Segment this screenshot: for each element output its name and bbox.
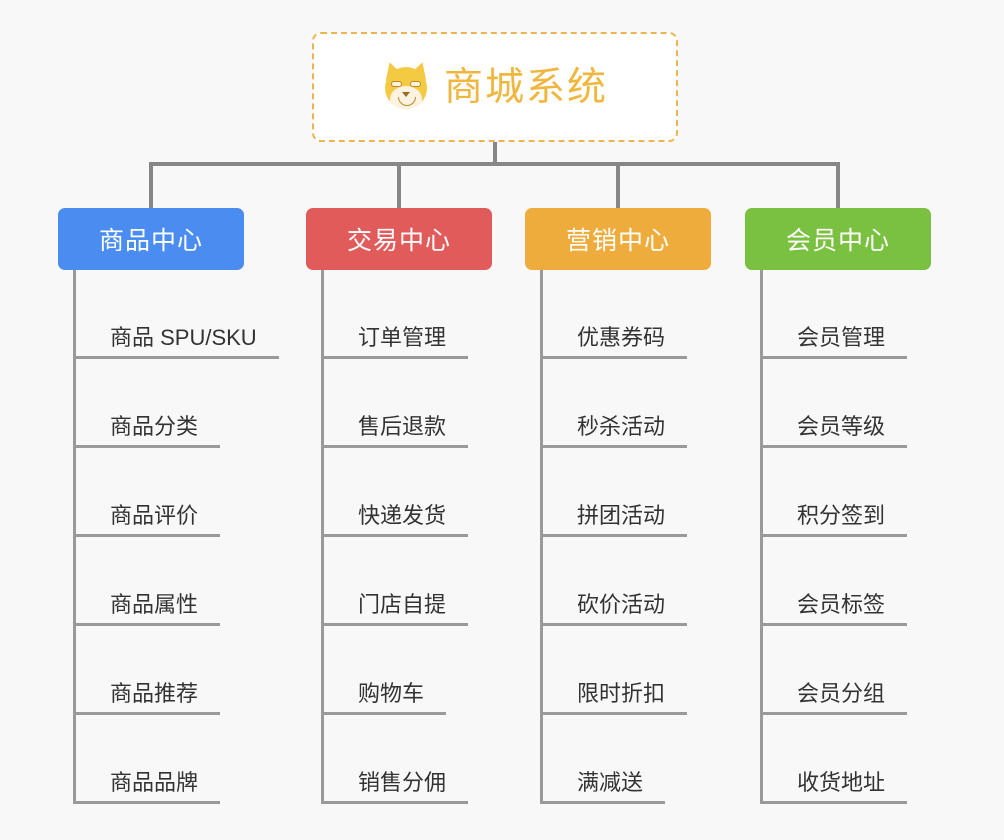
list-item[interactable]: 会员等级 — [763, 359, 931, 448]
leaf-label: 销售分佣 — [324, 770, 469, 804]
leaf-label: 商品评价 — [76, 503, 221, 537]
list-item[interactable]: 拼团活动 — [543, 448, 711, 537]
list-item[interactable]: 商品推荐 — [76, 626, 244, 715]
column-header-marketing-center[interactable]: 营销中心 — [525, 208, 711, 270]
list-item[interactable]: 会员管理 — [763, 270, 931, 359]
leaf-label: 秒杀活动 — [543, 414, 688, 448]
list-item[interactable]: 优惠券码 — [543, 270, 711, 359]
leaf-label: 售后退款 — [324, 414, 469, 448]
connector-drop-marketing-center — [616, 162, 620, 208]
list-item[interactable]: 商品评价 — [76, 448, 244, 537]
connector-drop-trade-center — [397, 162, 401, 208]
leaf-label: 商品 SPU/SKU — [76, 325, 279, 359]
connector-drop-product-center — [149, 162, 153, 208]
list-item[interactable]: 满减送 — [543, 715, 711, 804]
list-item[interactable]: 限时折扣 — [543, 626, 711, 715]
list-item[interactable]: 门店自提 — [324, 537, 492, 626]
leaf-label: 限时折扣 — [543, 681, 688, 715]
list-item[interactable]: 销售分佣 — [324, 715, 492, 804]
leaf-label: 订单管理 — [324, 325, 469, 359]
leaf-list-member-center: 会员管理 会员等级 积分签到 会员标签 会员分组 收货地址 — [760, 270, 931, 804]
list-item[interactable]: 会员分组 — [763, 626, 931, 715]
root-title: 商城系统 — [443, 65, 608, 109]
column-header-member-center[interactable]: 会员中心 — [745, 208, 931, 270]
list-item[interactable]: 商品 SPU/SKU — [76, 270, 279, 359]
list-item[interactable]: 购物车 — [324, 626, 492, 715]
leaf-label: 商品推荐 — [76, 681, 221, 715]
list-item[interactable]: 快递发货 — [324, 448, 492, 537]
list-item[interactable]: 积分签到 — [763, 448, 931, 537]
column-marketing-center: 营销中心 优惠券码 秒杀活动 拼团活动 砍价活动 限时折扣 满减送 — [525, 208, 711, 804]
list-item[interactable]: 售后退款 — [324, 359, 492, 448]
list-item[interactable]: 商品分类 — [76, 359, 244, 448]
list-item[interactable]: 秒杀活动 — [543, 359, 711, 448]
leaf-label: 会员管理 — [763, 325, 908, 359]
list-item[interactable]: 砍价活动 — [543, 537, 711, 626]
leaf-label: 会员标签 — [763, 592, 908, 626]
connector-drop-member-center — [836, 162, 840, 208]
leaf-label: 购物车 — [324, 681, 447, 715]
leaf-label: 会员等级 — [763, 414, 908, 448]
leaf-label: 优惠券码 — [543, 325, 688, 359]
connector-root-stem — [493, 142, 497, 164]
list-item[interactable]: 收货地址 — [763, 715, 931, 804]
leaf-label: 门店自提 — [324, 592, 469, 626]
leaf-list-trade-center: 订单管理 售后退款 快递发货 门店自提 购物车 销售分佣 — [321, 270, 492, 804]
leaf-label: 商品分类 — [76, 414, 221, 448]
leaf-list-marketing-center: 优惠券码 秒杀活动 拼团活动 砍价活动 限时折扣 满减送 — [540, 270, 711, 804]
leaf-label: 收货地址 — [763, 770, 908, 804]
leaf-list-product-center: 商品 SPU/SKU 商品分类 商品评价 商品属性 商品推荐 商品品牌 — [73, 270, 279, 804]
column-trade-center: 交易中心 订单管理 售后退款 快递发货 门店自提 购物车 销售分佣 — [306, 208, 492, 804]
column-member-center: 会员中心 会员管理 会员等级 积分签到 会员标签 会员分组 收货地址 — [745, 208, 931, 804]
connector-horizontal-bus — [149, 162, 840, 166]
leaf-label: 商品品牌 — [76, 770, 221, 804]
leaf-label: 满减送 — [543, 770, 666, 804]
list-item[interactable]: 商品品牌 — [76, 715, 244, 804]
column-product-center: 商品中心 商品 SPU/SKU 商品分类 商品评价 商品属性 商品推荐 商品品牌 — [58, 208, 279, 804]
leaf-label: 拼团活动 — [543, 503, 688, 537]
list-item[interactable]: 商品属性 — [76, 537, 244, 626]
leaf-label: 砍价活动 — [543, 592, 688, 626]
leaf-label: 快递发货 — [324, 503, 469, 537]
leaf-label: 积分签到 — [763, 503, 908, 537]
list-item[interactable]: 订单管理 — [324, 270, 492, 359]
list-item[interactable]: 会员标签 — [763, 537, 931, 626]
leaf-label: 会员分组 — [763, 681, 908, 715]
root-node-mall-system[interactable]: 商城系统 — [312, 32, 678, 142]
dog-face-icon — [380, 59, 432, 111]
column-header-trade-center[interactable]: 交易中心 — [306, 208, 492, 270]
leaf-label: 商品属性 — [76, 592, 221, 626]
column-header-product-center[interactable]: 商品中心 — [58, 208, 244, 270]
